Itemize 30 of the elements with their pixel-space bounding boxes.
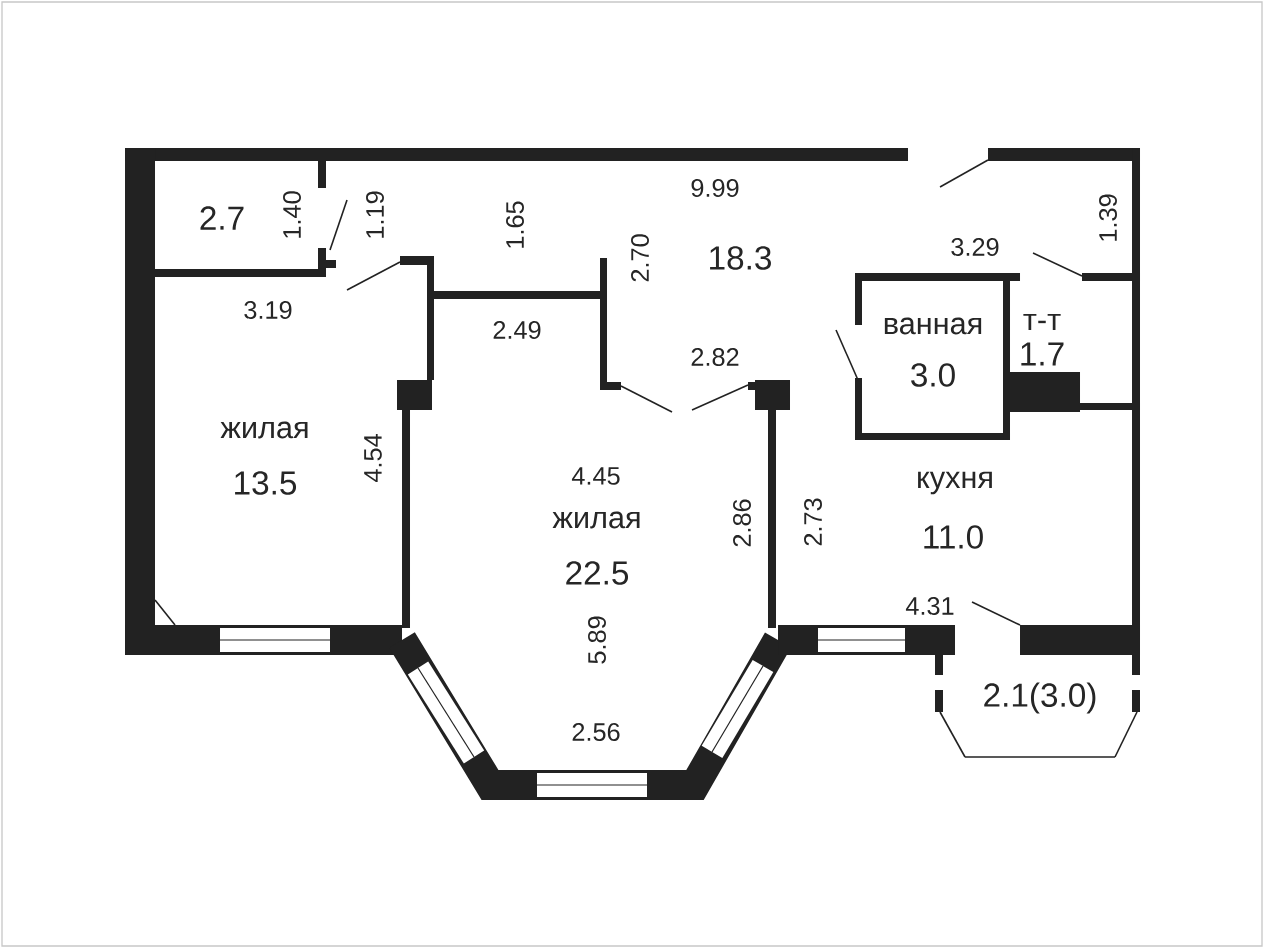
dimension-label: 2.82: [691, 348, 739, 366]
room-name: ванная: [884, 317, 982, 335]
room-name: жилая: [220, 421, 308, 439]
dimension-label: 1.40: [283, 191, 301, 238]
area-label: 13.5: [235, 471, 297, 495]
dimension-label: 4.45: [571, 467, 620, 485]
dimension-label: 1.39: [1099, 194, 1117, 241]
dimension-label: 2.56: [572, 723, 620, 741]
room-name: кухня: [918, 471, 992, 495]
dimension-label: 2.73: [804, 498, 822, 546]
area-label: 1.7: [1021, 342, 1064, 366]
dimension-label: 2.86: [733, 499, 751, 547]
dimension-label: 1.65: [506, 201, 524, 248]
dimension-label: 2.70: [631, 234, 649, 282]
dimension-label: 5.89: [588, 616, 606, 664]
area-label: 22.5: [566, 561, 629, 585]
dimension-label: 2.49: [493, 321, 541, 339]
area-label: 2.7: [200, 206, 244, 230]
area-label: 18.3: [710, 246, 771, 270]
dimension-label: 3.19: [244, 301, 292, 319]
dimension-label: 4.31: [905, 597, 954, 615]
area-label: 11.0: [924, 525, 983, 549]
dimension-label: 4.54: [364, 434, 382, 483]
area-label: 2.1(3.0): [984, 682, 1096, 714]
area-label: 3.0: [911, 363, 955, 387]
dimension-label: 3.29: [951, 238, 999, 256]
dimension-label: 1.19: [366, 191, 384, 238]
room-name: т-т: [1023, 313, 1061, 331]
dimension-label: 9.99: [691, 179, 739, 197]
room-name: жилая: [552, 511, 640, 529]
